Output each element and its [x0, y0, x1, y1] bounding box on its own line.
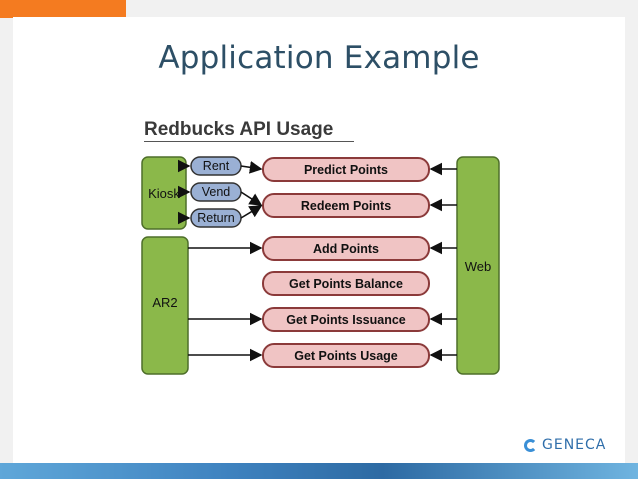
ar2-box: AR2 [141, 236, 189, 375]
geneca-logo: GENECA [524, 437, 606, 453]
api-redeem-points-label: Redeem Points [301, 199, 391, 213]
diagram-title: Redbucks API Usage [144, 119, 334, 140]
arrow-return-redeem [240, 205, 263, 219]
kiosk-action-vend-label: Vend [202, 185, 231, 199]
diagram-title-underline [144, 141, 354, 142]
api-add-points-label: Add Points [313, 242, 379, 256]
ar2-label: AR2 [152, 295, 177, 310]
kiosk-action-rent: Rent [190, 156, 242, 176]
api-redeem-points: Redeem Points [262, 193, 430, 218]
api-predict-points: Predict Points [262, 157, 430, 182]
diagram-arrows [177, 159, 457, 362]
api-predict-points-label: Predict Points [304, 163, 388, 177]
web-box: Web [456, 156, 500, 375]
api-get-points-issuance: Get Points Issuance [262, 307, 430, 332]
kiosk-label: Kiosk [148, 186, 180, 201]
kiosk-action-return: Return [190, 208, 242, 228]
web-label: Web [465, 259, 492, 274]
api-get-points-balance: Get Points Balance [262, 271, 430, 296]
api-get-points-issuance-label: Get Points Issuance [286, 313, 406, 327]
api-get-points-usage: Get Points Usage [262, 343, 430, 368]
bottom-decorative-band [0, 463, 638, 479]
kiosk-action-rent-label: Rent [203, 159, 230, 173]
slide-title: Application Example [158, 40, 480, 76]
kiosk-action-vend: Vend [190, 182, 242, 202]
geneca-logo-mark-icon [524, 438, 537, 452]
top-accent-bar [0, 0, 126, 18]
kiosk-box: Kiosk [141, 156, 187, 230]
geneca-logo-text: GENECA [542, 437, 607, 453]
api-get-points-balance-label: Get Points Balance [289, 277, 403, 291]
kiosk-action-return-label: Return [197, 211, 235, 225]
arrow-vend-redeem [240, 191, 263, 206]
arrow-rent-predict [240, 161, 263, 174]
api-get-points-usage-label: Get Points Usage [294, 349, 398, 363]
api-add-points: Add Points [262, 236, 430, 261]
